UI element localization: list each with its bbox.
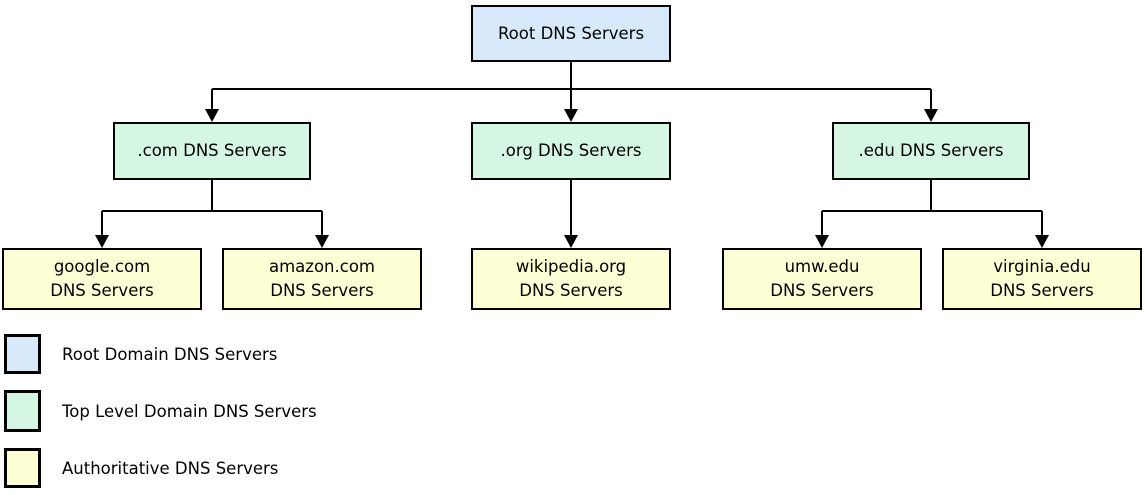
node-label: .edu DNS Servers: [858, 141, 1004, 161]
node-label: Root DNS Servers: [497, 23, 645, 43]
node-label-line1: virginia.edu: [993, 257, 1091, 277]
node-edu-dns-servers: .edu DNS Servers: [832, 122, 1030, 180]
node-root-dns-servers: Root DNS Servers: [471, 5, 671, 62]
node-amazon-com-dns-servers: amazon.com DNS Servers: [222, 248, 422, 310]
legend-item-top-level-domain: Top Level Domain DNS Servers: [4, 390, 317, 432]
node-label-line2: DNS Servers: [990, 281, 1094, 300]
node-google-com-dns-servers: google.com DNS Servers: [2, 248, 202, 310]
node-label: .com DNS Servers: [137, 141, 287, 161]
node-label-line1: amazon.com: [269, 257, 375, 277]
legend-item-root-domain: Root Domain DNS Servers: [4, 334, 277, 374]
root-domain-swatch: [4, 334, 41, 374]
authoritative-swatch: [4, 448, 41, 488]
node-virginia-edu-dns-servers: virginia.edu DNS Servers: [942, 248, 1142, 310]
node-label-line2: DNS Servers: [50, 281, 154, 300]
node-label-line1: google.com: [53, 257, 151, 277]
legend-item-authoritative: Authoritative DNS Servers: [4, 448, 278, 488]
node-wikipedia-org-dns-servers: wikipedia.org DNS Servers: [471, 248, 671, 310]
node-label-line1: wikipedia.org: [515, 257, 627, 277]
legend-label: Authoritative DNS Servers: [62, 458, 279, 478]
node-label-line2: DNS Servers: [519, 281, 623, 300]
node-label: .org DNS Servers: [500, 141, 642, 161]
legend-label: Root Domain DNS Servers: [62, 344, 278, 364]
node-org-dns-servers: .org DNS Servers: [471, 122, 671, 180]
top-level-domain-swatch: [4, 390, 41, 432]
node-label-line2: DNS Servers: [270, 281, 374, 300]
node-label-line1: umw.edu: [784, 257, 860, 277]
node-com-dns-servers: .com DNS Servers: [113, 122, 311, 180]
node-umw-edu-dns-servers: umw.edu DNS Servers: [722, 248, 922, 310]
node-label-line2: DNS Servers: [770, 281, 874, 300]
legend-label: Top Level Domain DNS Servers: [62, 401, 317, 421]
